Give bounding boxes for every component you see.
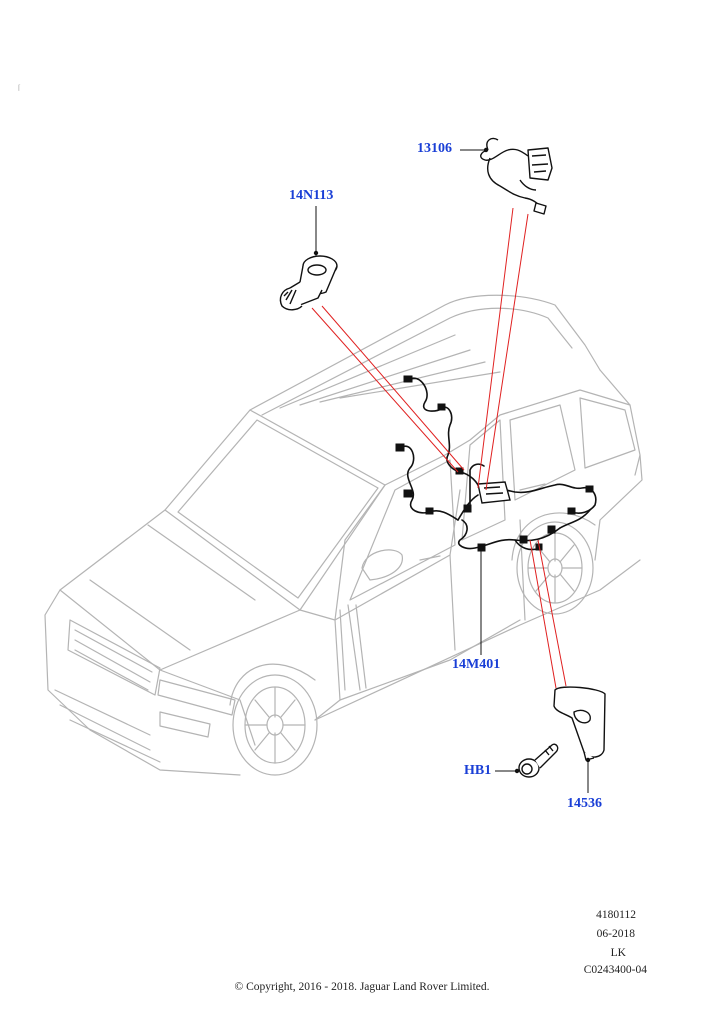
catalog-code: C0243400-04	[583, 964, 647, 976]
illustration-date: 06-2018	[596, 928, 635, 940]
vehicle-outline	[44, 294, 643, 776]
callout-HB1[interactable]: HB1	[464, 763, 492, 778]
leader-dots	[313, 147, 591, 774]
illustration-number: 4180112	[596, 909, 636, 921]
copyright-notice: © Copyright, 2016 - 2018. Jaguar Land Ro…	[234, 981, 490, 993]
part-14N113-clip	[279, 255, 338, 311]
part-14536-cover	[553, 686, 606, 761]
leader-lines-red	[311, 207, 567, 689]
corner-mark: ⌈	[18, 84, 21, 92]
part-13106-sensor-lead	[480, 137, 553, 215]
harness-module	[477, 481, 511, 504]
callout-13106[interactable]: 13106	[417, 141, 452, 156]
leader-lines-black	[315, 149, 589, 793]
callout-14N113[interactable]: 14N113	[289, 188, 334, 203]
callout-14536[interactable]: 14536	[567, 796, 602, 811]
callout-14M401[interactable]: 14M401	[452, 657, 501, 672]
illustration-region: LK	[610, 947, 626, 959]
part-HB1-bolt	[518, 743, 559, 778]
